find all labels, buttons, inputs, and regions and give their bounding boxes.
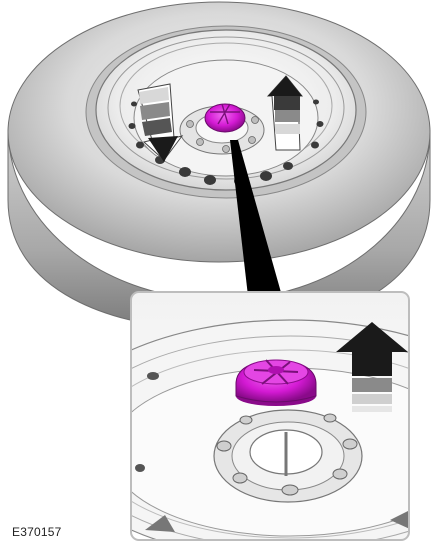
- detail-inset: [50, 292, 438, 545]
- wheel-retainer: [205, 104, 245, 132]
- figure-reference-code: E370157: [12, 525, 61, 539]
- inset-wheel-retainer: [236, 360, 316, 406]
